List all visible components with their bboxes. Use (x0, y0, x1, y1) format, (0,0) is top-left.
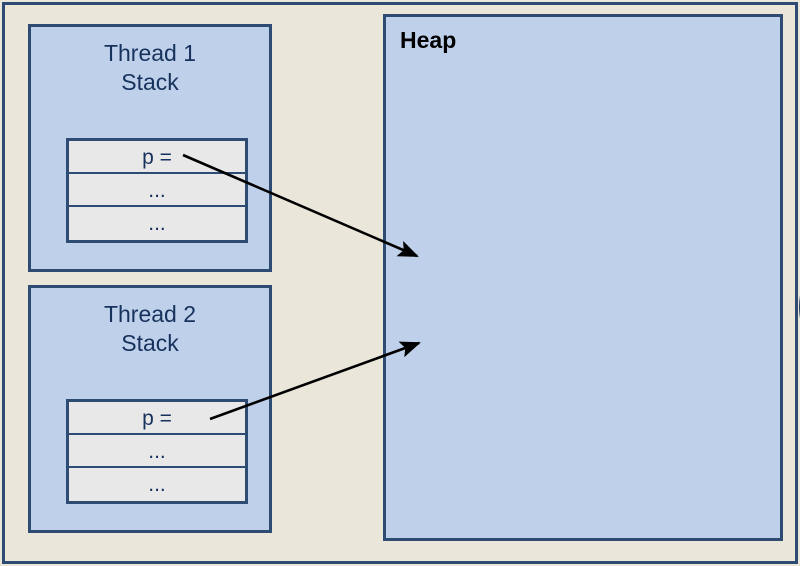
thread-2-stack-title: Thread 2 Stack (103, 301, 197, 356)
thread-2-cell-p[interactable]: p = (69, 402, 245, 435)
thread-1-stack-cells: p = ... ... (66, 138, 248, 243)
heap-title: Heap (400, 27, 457, 53)
thread-1-cell-2[interactable]: ... (69, 174, 245, 207)
thread-2-stack-cells: p = ... ... (66, 399, 248, 504)
thread-1-stack-panel: Thread 1 Stack p = ... ... (28, 24, 272, 272)
thread-2-cell-3[interactable]: ... (69, 468, 245, 501)
thread-1-cell-3[interactable]: ... (69, 207, 245, 240)
thread-2-cell-2[interactable]: ... (69, 435, 245, 468)
thread-1-cell-p[interactable]: p = (69, 141, 245, 174)
thread-1-stack-title: Thread 1 Stack (103, 40, 197, 95)
heap-panel: Heap Person id = 42 vname = “Otto“ nname… (383, 14, 800, 541)
thread-2-stack-panel: Thread 2 Stack p = ... ... (28, 285, 272, 533)
